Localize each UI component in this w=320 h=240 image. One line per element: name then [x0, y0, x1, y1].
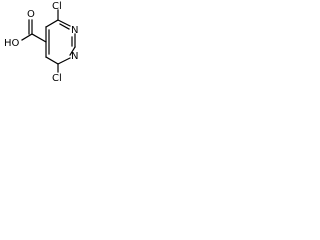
bond-c4-n3 [57, 19, 71, 27]
atom-label-o: O [27, 9, 35, 20]
molecule-drawing: Cl Cl N N O HO [4, 1, 78, 83]
substituent-bonds [21, 9, 59, 73]
atom-label-ho: HO [4, 38, 20, 49]
bond-c6-c5 [45, 56, 59, 65]
double-bond-inner-2 [59, 23, 70, 30]
bond-n1-c6 [57, 57, 71, 65]
bond-c5-carboxyl [31, 33, 47, 43]
atom-label-n-top: N [71, 25, 78, 36]
bond-c2-n1 [69, 46, 76, 56]
atom-label-cl-top: Cl [52, 1, 62, 12]
structure-diagram: Cl Cl N N O HO [0, 0, 88, 83]
bond-carboxyl-oh [21, 33, 33, 41]
atom-label-cl-bottom: Cl [52, 73, 62, 83]
bond-c4-c5-link [45, 19, 59, 28]
atom-label-n-bottom: N [71, 51, 78, 62]
